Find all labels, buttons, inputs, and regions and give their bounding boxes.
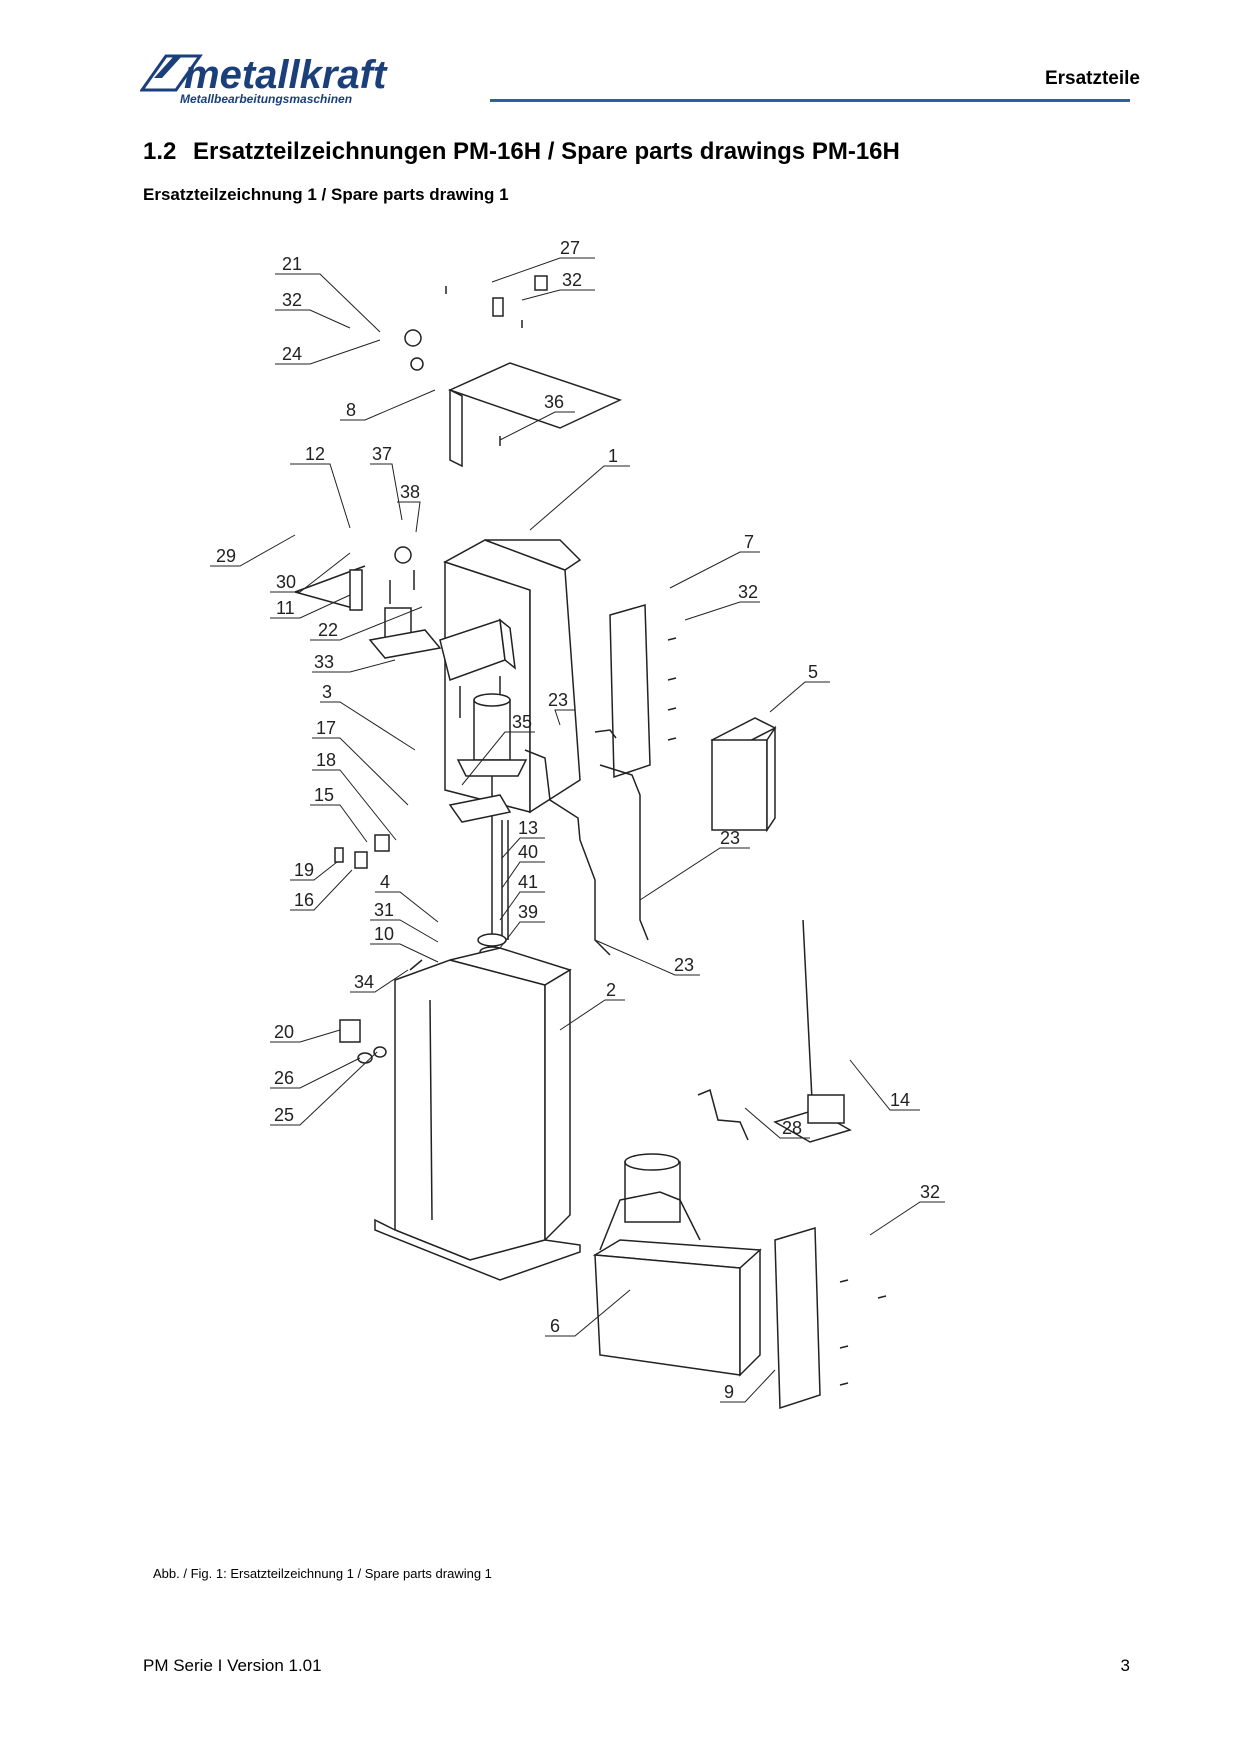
callout-label-38: 38 <box>400 482 420 502</box>
callout-label-20: 20 <box>274 1022 294 1042</box>
callout-label-18: 18 <box>316 750 336 770</box>
callout-label-7: 7 <box>744 532 754 552</box>
spare-parts-drawing: 21 27 32 32 24 8 36 12 37 38 1 29 30 11 … <box>200 238 1080 1550</box>
callout-label-36: 36 <box>544 392 564 412</box>
callout-label-6: 6 <box>550 1316 560 1336</box>
callout-label-32-d: 32 <box>920 1182 940 1202</box>
logo-subtitle: Metallbearbeitungsmaschinen <box>180 92 352 106</box>
callout-label-1: 1 <box>608 446 618 466</box>
callout-label-17: 17 <box>316 718 336 738</box>
callout-label-4: 4 <box>380 872 390 892</box>
callout-label-23-c: 23 <box>674 955 694 975</box>
callout-label-21: 21 <box>282 254 302 274</box>
callout-label-19: 19 <box>294 860 314 880</box>
callout-label-23-b: 23 <box>720 828 740 848</box>
brand-logo: metallkraft Metallbearbeitungsmaschinen <box>139 48 470 106</box>
callout-label-13: 13 <box>518 818 538 838</box>
callout-label-27: 27 <box>560 240 580 258</box>
callout-label-40: 40 <box>518 842 538 862</box>
callout-label-32-b: 32 <box>562 270 582 290</box>
callout-label-28: 28 <box>782 1118 802 1138</box>
callout-label-24: 24 <box>282 344 302 364</box>
callout-label-25: 25 <box>274 1105 294 1125</box>
header-rule <box>490 99 1130 102</box>
title-text: Ersatzteilzeichnungen PM-16H / Spare par… <box>193 138 900 165</box>
callout-label-39: 39 <box>518 902 538 922</box>
callout-label-33: 33 <box>314 652 334 672</box>
callout-label-32-a: 32 <box>282 290 302 310</box>
section-title: Ersatzteile <box>1044 68 1140 89</box>
figure-caption: Abb. / Fig. 1: Ersatzteilzeichnung 1 / S… <box>153 1566 492 1581</box>
drawing-subtitle: Ersatzteilzeichnung 1 / Spare parts draw… <box>143 185 509 204</box>
page-number: 3 <box>1120 1656 1130 1675</box>
callout-label-9: 9 <box>724 1382 734 1402</box>
footer-version: PM Serie I Version 1.01 <box>143 1656 322 1675</box>
callout-label-14: 14 <box>890 1090 910 1110</box>
callout-label-15: 15 <box>314 785 334 805</box>
callout-label-5: 5 <box>808 662 818 682</box>
callout-label-8: 8 <box>346 400 356 420</box>
callout-label-41: 41 <box>518 872 538 892</box>
callout-label-34: 34 <box>354 972 374 992</box>
callout-label-32-c: 32 <box>738 582 758 602</box>
callout-label-16: 16 <box>294 890 314 910</box>
logo-wordmark: metallkraft <box>184 53 388 97</box>
callout-label-31: 31 <box>374 900 394 920</box>
callout-label-11: 11 <box>276 598 295 618</box>
callout-label-23-a: 23 <box>548 690 568 710</box>
callout-label-29: 29 <box>216 546 236 566</box>
page-title: 1.2 Ersatzteilzeichnungen PM-16H / Spare … <box>143 138 900 166</box>
callout-label-35: 35 <box>512 712 532 732</box>
callout-label-10: 10 <box>374 924 394 944</box>
callout-label-26: 26 <box>274 1068 294 1088</box>
callout-label-22: 22 <box>318 620 338 640</box>
title-number: 1.2 <box>143 138 177 165</box>
callout-label-37: 37 <box>372 444 392 464</box>
callout-label-30: 30 <box>276 572 296 592</box>
callout-label-2: 2 <box>606 980 616 1000</box>
callout-label-3: 3 <box>322 682 332 702</box>
callout-label-12: 12 <box>305 444 325 464</box>
